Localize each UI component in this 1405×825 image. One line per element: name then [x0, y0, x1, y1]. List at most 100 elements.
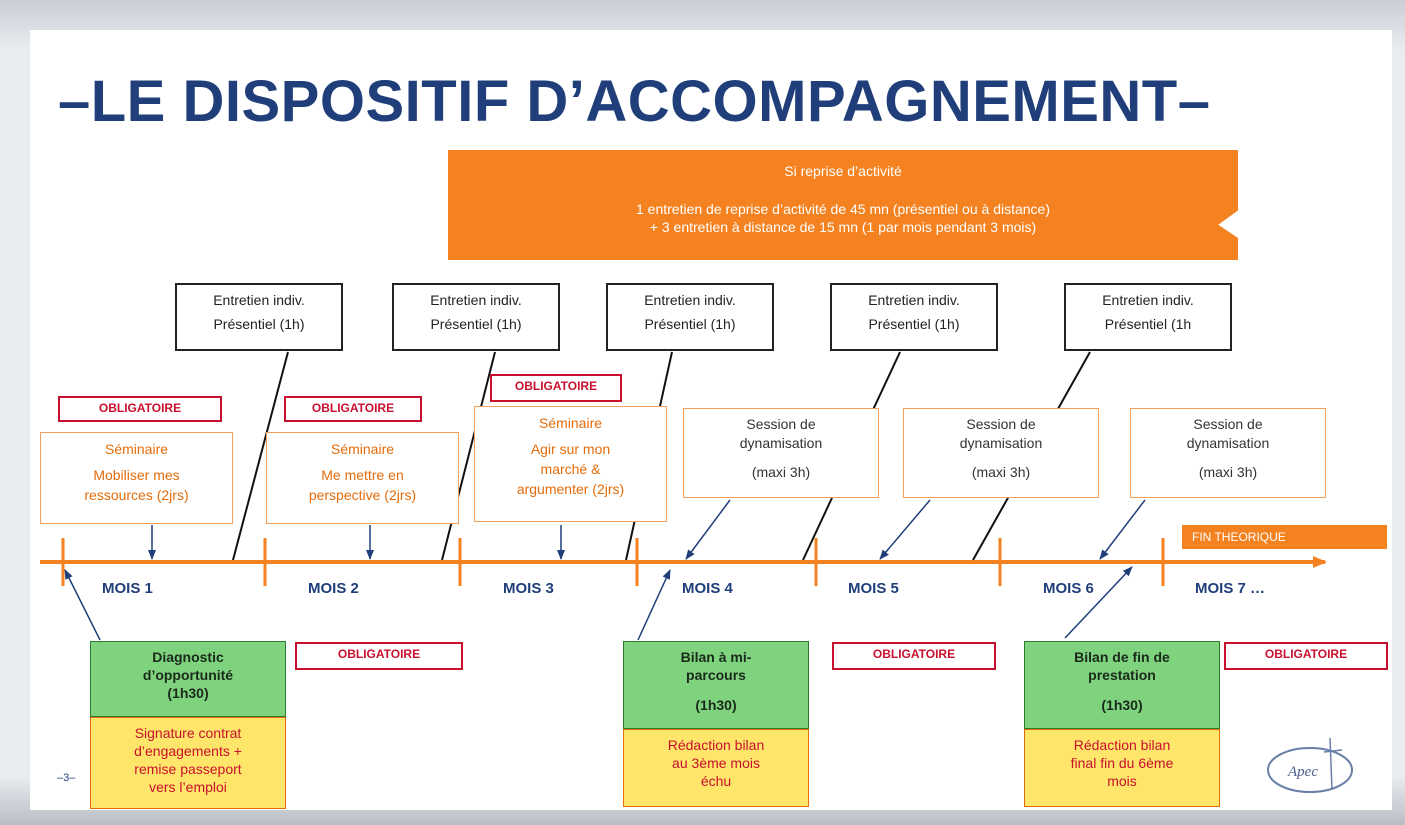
milestone-3-green-line-3: (1h30)	[1101, 697, 1143, 713]
seminar-1-line-1: Séminaire	[104, 441, 169, 457]
milestone-2-green-line-2: parcours	[686, 667, 746, 683]
interview-connector-1	[232, 351, 289, 561]
page-number: –3–	[57, 772, 76, 784]
session-2-arrow	[879, 499, 931, 560]
obligatoire-label: OBLIGATOIRE	[1224, 642, 1388, 670]
milestone-3-yellow-line-3: mois	[1107, 773, 1137, 789]
month-label-5: MOIS 5	[848, 580, 899, 597]
obligatoire-label: OBLIGATOIRE	[295, 642, 463, 670]
interview-box-2: Entretien indiv. Présentiel (1h)	[392, 283, 560, 351]
session-1-line-1: Session de	[746, 416, 816, 432]
interview-5-line-2: Présentiel (1h	[1104, 316, 1192, 332]
seminar-3-line-3: marché &	[540, 461, 601, 477]
banner-line-1: 1 entretien de reprise d’activité de 45 …	[635, 201, 1050, 217]
interview-1-line-1: Entretien indiv.	[213, 292, 305, 308]
milestone-1-yellow-box: Signature contrat d’engagements + remise…	[90, 717, 286, 809]
interview-2-line-1: Entretien indiv.	[430, 292, 522, 308]
milestone-1-yellow-line-1: Signature contrat	[134, 725, 242, 741]
milestone-3-yellow-box: Rédaction bilan final fin du 6ème mois	[1024, 729, 1220, 807]
milestone-3-yellow-line-2: final fin du 6ème	[1070, 755, 1174, 771]
month-label-7: MOIS 7 …	[1195, 580, 1266, 597]
session-box-2: Session de dynamisation (maxi 3h)	[903, 408, 1099, 498]
milestone-2-yellow-box: Rédaction bilan au 3ème mois échu	[623, 729, 809, 807]
seminar-box-2: Séminaire Me mettre en perspective (2jrs…	[266, 432, 459, 524]
banner-heading: Si reprise d’activité	[784, 163, 902, 179]
milestone-1-green-line-1: Diagnostic	[152, 649, 224, 665]
seminar-1-line-2: Mobiliser mes	[93, 467, 180, 483]
milestone-2-arrow	[637, 569, 671, 641]
session-2-line-1: Session de	[966, 416, 1036, 432]
apec-logo-icon: Apec	[1267, 737, 1353, 793]
milestone-1-green-box: Diagnostic d’opportunité (1h30)	[90, 641, 286, 717]
milestone-1-arrow	[64, 569, 101, 641]
milestone-2-yellow-line-3: échu	[700, 773, 732, 789]
milestone-3-green-line-2: prestation	[1088, 667, 1156, 683]
interview-4-line-1: Entretien indiv.	[868, 292, 960, 308]
milestone-3-green-line-1: Bilan de fin de	[1074, 649, 1170, 665]
apec-logo: Apec	[1260, 730, 1370, 800]
activity-connectors	[64, 499, 1146, 641]
milestone-1-yellow-line-2: d’engagements +	[134, 743, 242, 759]
milestone-2-green-box: Bilan à mi- parcours (1h30)	[623, 641, 809, 729]
seminar-3-line-2: Agir sur mon	[530, 441, 611, 457]
milestone-1-yellow-line-4: vers l’emploi	[149, 779, 227, 795]
month-label-1: MOIS 1	[102, 580, 153, 597]
timeline-diagram	[40, 351, 1327, 641]
interview-2-line-2: Présentiel (1h)	[430, 316, 522, 332]
milestone-3-green-box: Bilan de fin de prestation (1h30)	[1024, 641, 1220, 729]
session-1-line-2: dynamisation	[739, 435, 823, 451]
milestone-1-green-line-3: (1h30)	[167, 685, 209, 701]
session-3-line-3: (maxi 3h)	[1198, 464, 1258, 480]
interview-3-line-2: Présentiel (1h)	[644, 316, 736, 332]
interview-5-line-1: Entretien indiv.	[1102, 292, 1194, 308]
interview-1-line-2: Présentiel (1h)	[213, 316, 305, 332]
obligatoire-label: OBLIGATOIRE	[832, 642, 996, 670]
seminar-3-line-4: argumenter (2jrs)	[516, 481, 625, 497]
banner-line-2: + 3 entretien à distance de 15 mn (1 par…	[649, 219, 1037, 235]
milestone-1-yellow-line-3: remise passeport	[134, 761, 242, 777]
interview-box-4: Entretien indiv. Présentiel (1h)	[830, 283, 998, 351]
session-2-line-3: (maxi 3h)	[971, 464, 1031, 480]
resumption-banner: Si reprise d’activité 1 entretien de rep…	[448, 150, 1238, 260]
apec-logo-text: Apec	[1287, 764, 1318, 780]
milestone-2-yellow-line-1: Rédaction bilan	[667, 737, 765, 753]
milestone-1-green-line-2: d’opportunité	[142, 667, 234, 683]
seminar-box-1: Séminaire Mobiliser mes ressources (2jrs…	[40, 432, 233, 524]
milestone-3-yellow-line-1: Rédaction bilan	[1073, 737, 1171, 753]
session-box-1: Session de dynamisation (maxi 3h)	[683, 408, 879, 498]
session-3-line-1: Session de	[1193, 416, 1263, 432]
obligatoire-label: OBLIGATOIRE	[284, 396, 422, 422]
interview-connector-2	[441, 351, 496, 561]
obligatoire-label: OBLIGATOIRE	[490, 374, 622, 402]
milestone-2-green-line-3: (1h30)	[695, 697, 737, 713]
session-2-line-2: dynamisation	[959, 435, 1043, 451]
interview-box-5: Entretien indiv. Présentiel (1h	[1064, 283, 1232, 351]
milestone-3-arrow	[1064, 566, 1133, 639]
month-label-3: MOIS 3	[503, 580, 554, 597]
month-label-6: MOIS 6	[1043, 580, 1094, 597]
slide-title: –LE DISPOSITIF D’ACCOMPAGNEMENT–	[58, 69, 1211, 134]
slide: –LE DISPOSITIF D’ACCOMPAGNEMENT– Si repr…	[30, 30, 1392, 810]
session-box-3: Session de dynamisation (maxi 3h)	[1130, 408, 1326, 498]
session-1-arrow	[685, 499, 731, 560]
session-3-line-2: dynamisation	[1186, 435, 1270, 451]
session-1-line-3: (maxi 3h)	[751, 464, 811, 480]
session-3-arrow	[1099, 499, 1146, 560]
month-label-2: MOIS 2	[308, 580, 359, 597]
obligatoire-label: OBLIGATOIRE	[58, 396, 222, 422]
fin-theorique-label: FIN THEORIQUE	[1182, 525, 1387, 549]
interview-3-line-1: Entretien indiv.	[644, 292, 736, 308]
timeline-ticks	[61, 538, 1165, 586]
seminar-2-line-2: Me mettre en	[321, 467, 404, 483]
milestone-2-yellow-line-2: au 3ème mois	[672, 755, 760, 771]
month-label-4: MOIS 4	[682, 580, 733, 597]
seminar-1-line-3: ressources (2jrs)	[84, 487, 189, 503]
interview-box-3: Entretien indiv. Présentiel (1h)	[606, 283, 774, 351]
seminar-3-line-1: Séminaire	[538, 415, 603, 431]
interview-box-1: Entretien indiv. Présentiel (1h)	[175, 283, 343, 351]
seminar-2-line-3: perspective (2jrs)	[308, 487, 417, 503]
seminar-2-line-1: Séminaire	[330, 441, 395, 457]
seminar-box-3: Séminaire Agir sur mon marché & argument…	[474, 406, 667, 522]
interview-4-line-2: Présentiel (1h)	[868, 316, 960, 332]
milestone-2-green-line-1: Bilan à mi-	[680, 649, 752, 665]
